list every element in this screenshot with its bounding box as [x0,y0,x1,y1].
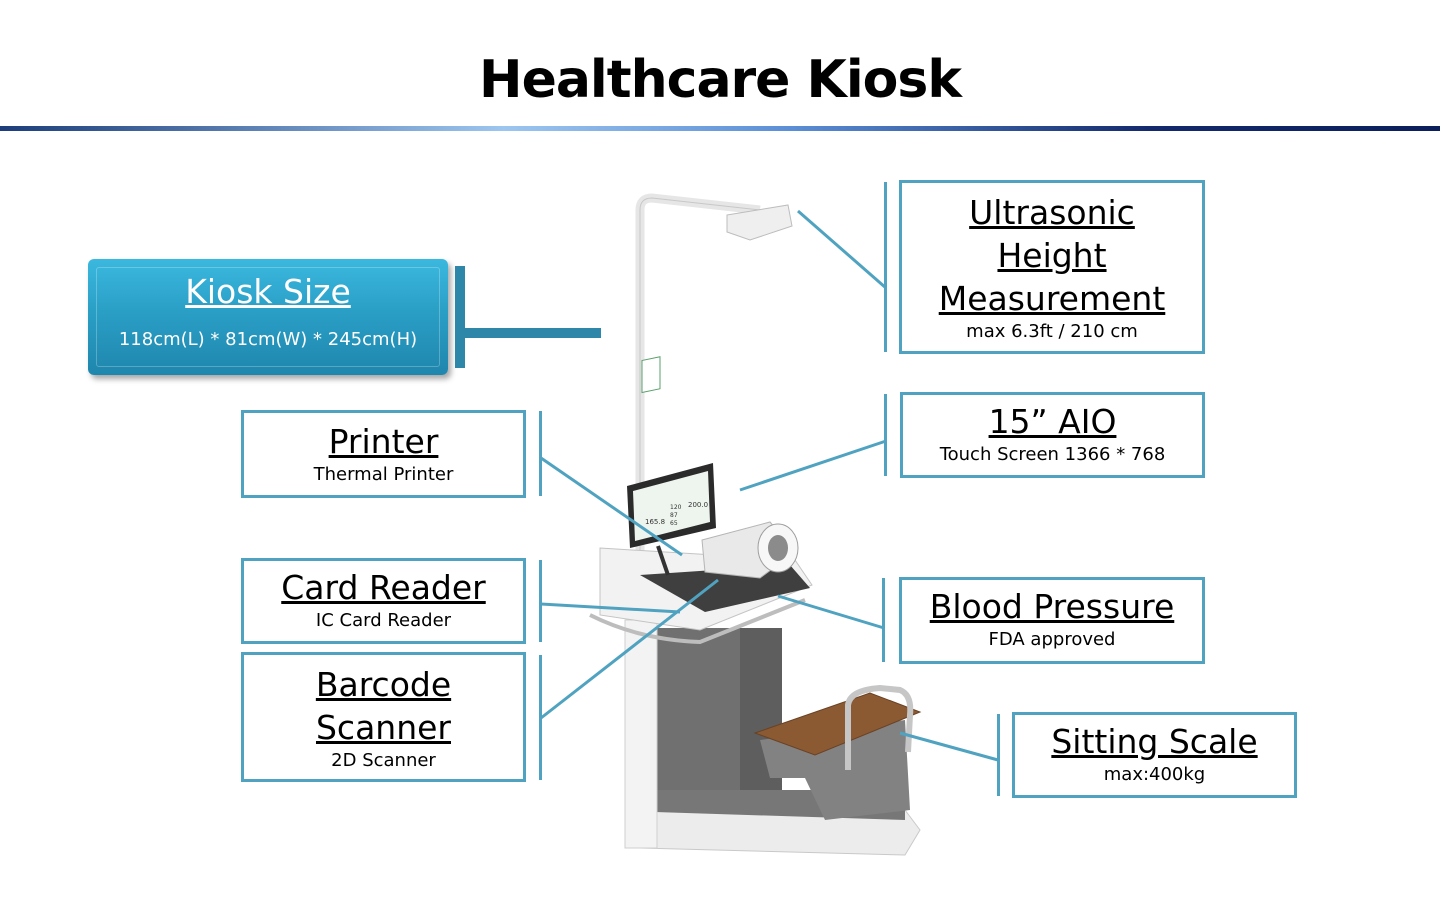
kiosk-size-dimensions: 118cm(L) * 81cm(W) * 245cm(H) [118,329,418,350]
aio-callout: 15” AIO Touch Screen 1366 * 768 [900,392,1205,478]
page-title: Healthcare Kiosk [479,50,962,110]
leader-barcode [540,578,719,720]
leader-card-reader [540,602,681,614]
barcode-heading-line: Scanner [315,708,451,747]
barcode-heading-line: Barcode [315,665,452,704]
card-reader-callout: Card Reader IC Card Reader [241,558,526,644]
card-reader-sub: IC Card Reader [315,610,452,631]
height-sub: max 6.3ft / 210 cm [966,321,1138,342]
kiosk-size-heading: Kiosk Size [185,272,351,311]
leader-aio [739,439,887,492]
barcode-sub: 2D Scanner [331,750,436,771]
ultrasonic-sensor [726,204,793,241]
height-heading-line: Ultrasonic [969,193,1135,232]
height-tick [884,182,887,352]
barcode-tick [539,655,542,780]
blood-pressure-callout: Blood Pressure FDA approved [899,577,1205,664]
printer-callout: Printer Thermal Printer [241,410,526,498]
leader-blood-pressure [777,594,885,630]
blood-pressure-sub: FDA approved [988,629,1116,650]
scale-heading: Sitting Scale [1051,722,1258,761]
kiosk-column [624,619,658,849]
card-reader-tick [539,560,542,642]
barcode-callout: Barcode Scanner 2D Scanner [241,652,526,782]
printer-tick [539,411,542,496]
screen-readout: 120 [670,504,682,511]
title-divider [0,126,1440,131]
printer-heading: Printer [328,422,439,461]
printer-sub: Thermal Printer [313,464,454,485]
blood-pressure-tick [882,578,885,662]
kiosk-size-panel: Kiosk Size 118cm(L) * 81cm(W) * 245cm(H) [88,259,448,375]
card-reader-heading: Card Reader [281,568,486,607]
scale-callout: Sitting Scale max:400kg [1012,712,1297,798]
sitting-scale-seat [753,692,922,756]
screen-readout: 87 [670,512,678,519]
aio-tick [884,394,887,476]
screen-readout: 165.8 [645,518,665,526]
height-heading-line: Measurement [938,279,1166,318]
screen-readout: 65 [670,520,678,527]
screen-readout: 200.0 [688,501,708,509]
aio-sub: Touch Screen 1366 * 768 [939,444,1166,465]
height-heading-line: Height [997,236,1107,275]
leader-scale [899,731,999,762]
kiosk-size-connector [463,328,601,338]
leader-printer [540,456,683,557]
aio-heading: 15” AIO [988,402,1117,441]
kiosk-size-tick [455,266,465,368]
leader-height [797,209,887,290]
kiosk-size-inner [96,267,440,367]
scale-tick [997,714,1000,796]
height-callout: Ultrasonic Height Measurement max 6.3ft … [899,180,1205,354]
blood-pressure-heading: Blood Pressure [929,587,1175,626]
scale-sub: max:400kg [1103,764,1206,785]
